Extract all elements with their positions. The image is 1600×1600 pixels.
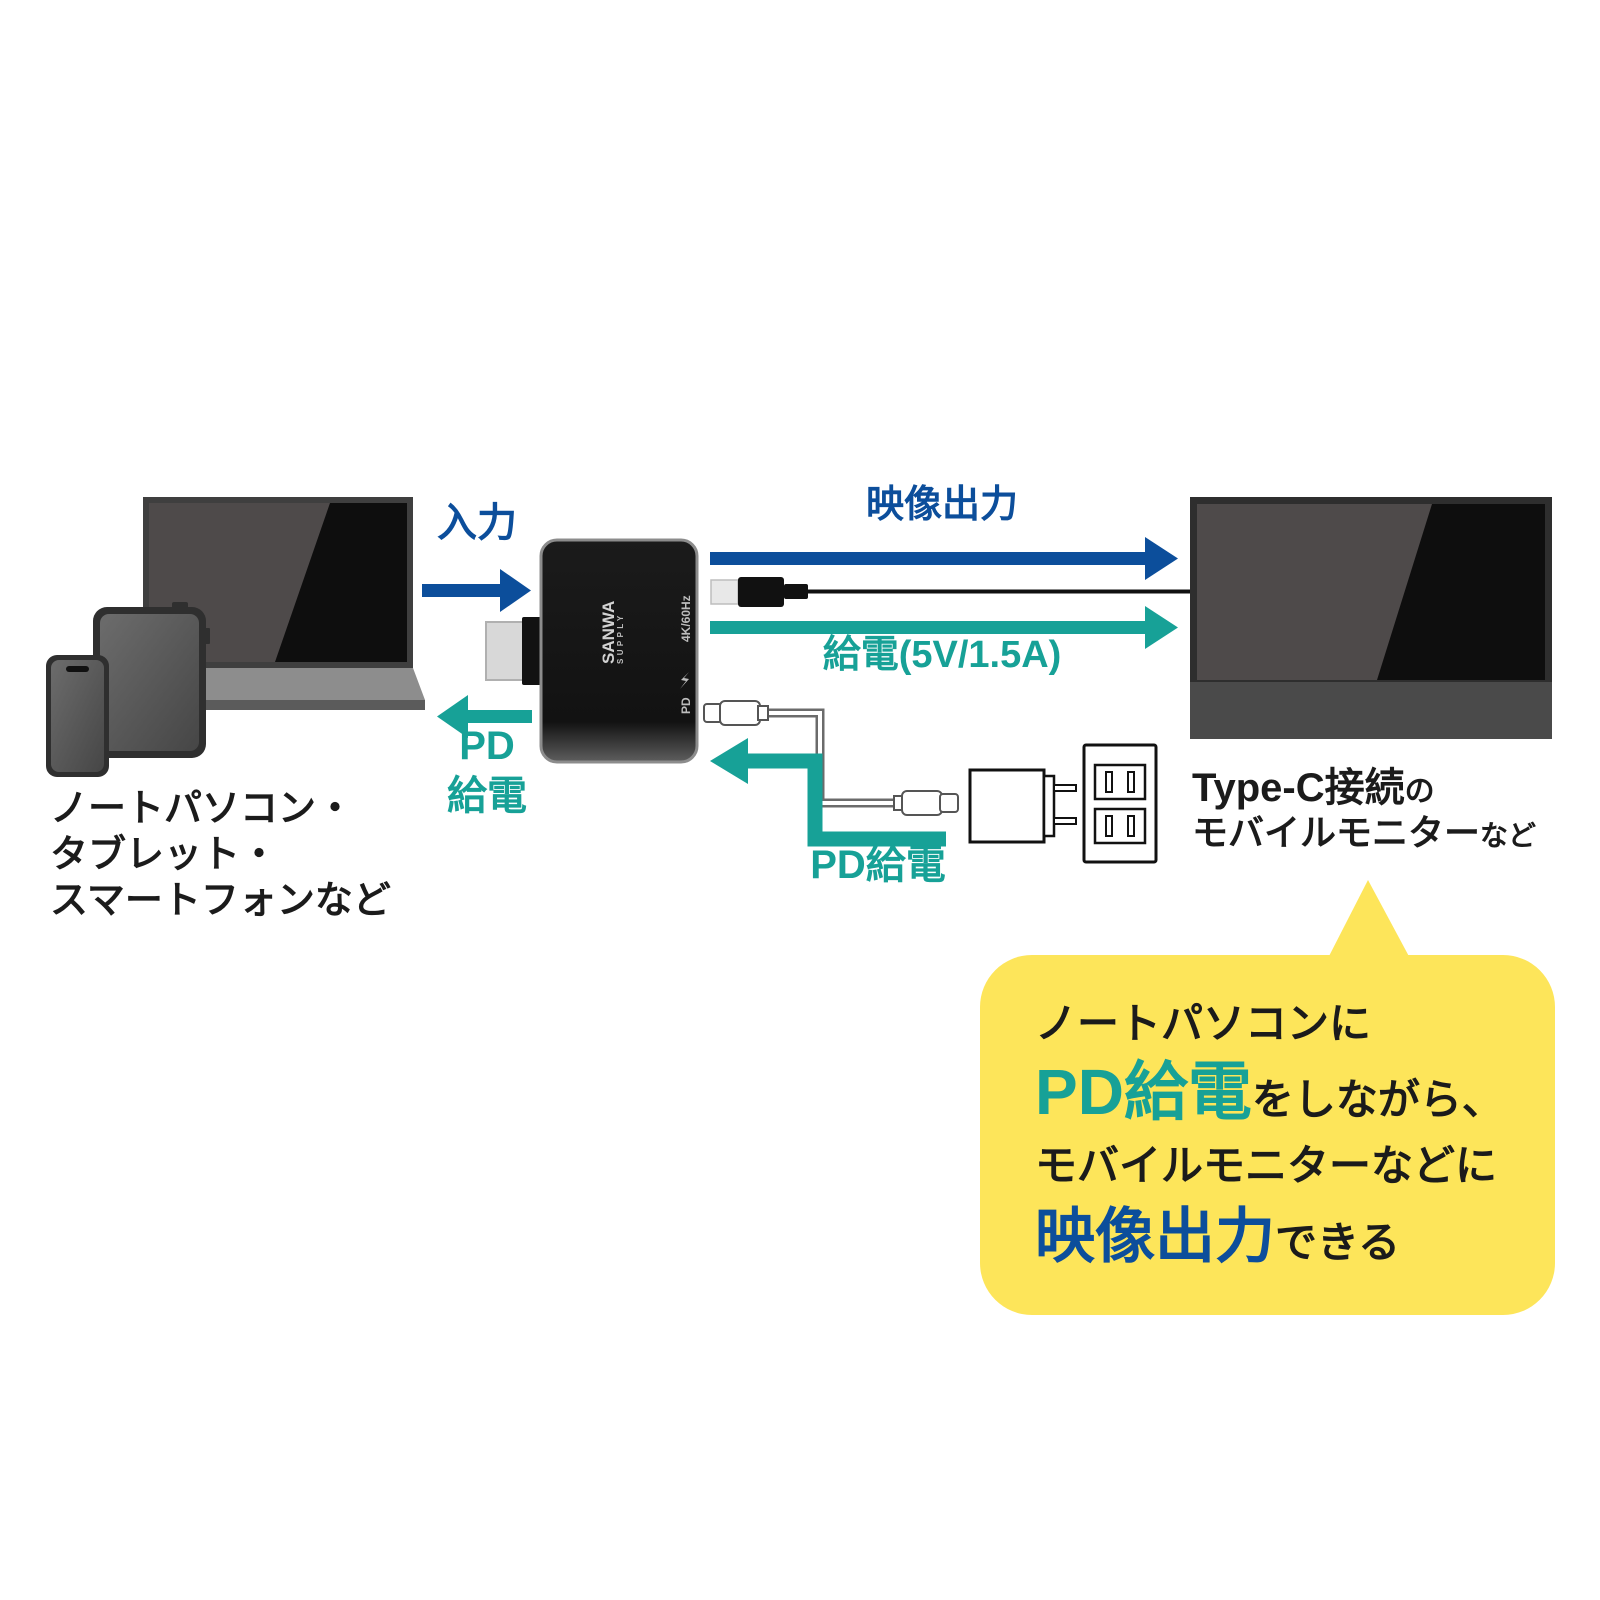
source-caption-line: スマートフォンなど <box>50 880 391 922</box>
hdmi-plug-metal <box>485 621 527 681</box>
pd-to-source-arrow <box>437 695 532 738</box>
pd-to-source-label-line1: PD <box>459 724 515 768</box>
video-output-arrow-head <box>1145 537 1178 580</box>
outlet-slot <box>1127 771 1135 793</box>
ac-adapter-prong-top <box>1053 784 1077 792</box>
monitor-caption-main: Type-C接続 <box>1192 766 1405 810</box>
laptop-screen-reflection <box>275 503 407 662</box>
outlet-slot <box>1105 771 1113 793</box>
outlet-socket-top <box>1093 763 1147 801</box>
bubble-highlight-video-output: 映像出力 <box>1035 1203 1275 1270</box>
pd-input-arrow-shaft <box>744 753 946 847</box>
usb-c-hdmi-adapter-icon: SANWA SUPPLY 4K/60Hz PD <box>485 538 699 764</box>
laptop-icon <box>143 497 425 710</box>
smartphone-icon <box>46 655 109 777</box>
bubble-line3: モバイルモニターなどに <box>1035 1142 1498 1189</box>
monitor-screen-reflection <box>1377 504 1545 680</box>
adapter-body <box>539 538 699 764</box>
monitor-caption-suffix: の <box>1404 775 1435 808</box>
ac-adapter-body <box>968 768 1046 844</box>
wall-outlet-icon <box>1082 743 1158 864</box>
usb-c-cable <box>710 577 1192 607</box>
tablet-screen <box>100 614 199 751</box>
pd-to-source-arrow-shaft <box>465 710 532 723</box>
pd-to-source-arrow-head <box>437 695 468 738</box>
adapter-pd-port-label: PD <box>679 697 693 714</box>
smartphone-notch <box>66 666 89 672</box>
adapter-spec-label: 4K/60Hz <box>679 595 693 642</box>
source-caption-line: タブレット・ <box>50 834 279 876</box>
usb-c-strain-relief <box>784 584 808 599</box>
usb-c-plug-housing <box>738 577 784 607</box>
input-arrow <box>422 569 531 612</box>
video-output-label: 映像出力 <box>865 484 1018 526</box>
pd-input-arrow-head <box>710 738 748 784</box>
smartphone-screen <box>51 660 104 772</box>
tablet-icon <box>93 602 210 758</box>
power-output-arrow <box>710 606 1178 649</box>
power-output-arrow-head <box>1145 606 1178 649</box>
input-label: 入力 <box>437 501 517 545</box>
laptop-base-edge <box>143 700 425 710</box>
video-output-arrow <box>710 537 1178 580</box>
monitor-caption-suffix: など <box>1480 820 1537 851</box>
monitor-caption-line1: Type-C接続 の <box>1192 768 1435 808</box>
input-arrow-head <box>500 569 531 612</box>
monitor-caption-line2: モバイルモニター など <box>1192 815 1536 851</box>
adapter-brand-logo: SANWA <box>599 601 618 664</box>
usb-c-plug-tip <box>710 579 739 605</box>
outlet-socket-bottom <box>1093 807 1147 845</box>
bubble-line4-rest: できる <box>1275 1219 1401 1266</box>
ac-adapter-prong-bottom <box>1053 817 1077 825</box>
bubble-highlight-pd-charging: PD給電 <box>1035 1056 1252 1128</box>
power-output-label: 給電(5V/1.5A) <box>822 634 1062 676</box>
pd-cable-plug-housing-left <box>719 700 761 726</box>
monitor-caption-main: モバイルモニター <box>1192 812 1481 853</box>
outlet-slot <box>1105 815 1113 837</box>
bubble-line2: PD給電 をしながら、 <box>1035 1060 1504 1124</box>
source-caption-line: ノートパソコン・ <box>50 788 355 830</box>
speech-bubble-pointer <box>1326 880 1412 962</box>
source-devices-caption: ノートパソコン・ タブレット・ スマートフォンなど <box>50 786 391 924</box>
input-arrow-shaft <box>422 584 504 597</box>
lightning-icon <box>680 672 689 689</box>
bubble-line1: ノートパソコンに <box>1035 1000 1372 1047</box>
power-output-arrow-shaft <box>710 621 1150 634</box>
pd-input-label: PD給電 <box>810 843 946 887</box>
pd-input-arrow <box>710 738 946 847</box>
ac-adapter-neck <box>1042 774 1056 838</box>
pd-cable-relief-left <box>757 705 769 721</box>
monitor-chin <box>1190 682 1552 739</box>
speech-bubble-body <box>980 955 1555 1315</box>
pd-cable-plug-tip-right <box>939 793 959 813</box>
pd-to-source-label-line2: 給電 <box>447 774 527 818</box>
laptop-base <box>143 668 425 700</box>
outlet-slot <box>1127 815 1135 837</box>
speech-bubble <box>980 880 1555 1315</box>
bubble-line4: 映像出力 できる <box>1035 1207 1400 1267</box>
ac-adapter-icon <box>968 768 1077 844</box>
bubble-line2-rest: をしながら、 <box>1251 1076 1504 1123</box>
pd-cable-plug-housing-right <box>901 790 943 816</box>
video-output-arrow-shaft <box>710 552 1150 565</box>
mobile-monitor-icon <box>1190 497 1552 739</box>
outlet-plate <box>1082 743 1158 864</box>
adapter-brand-sub: SUPPLY <box>616 612 625 664</box>
